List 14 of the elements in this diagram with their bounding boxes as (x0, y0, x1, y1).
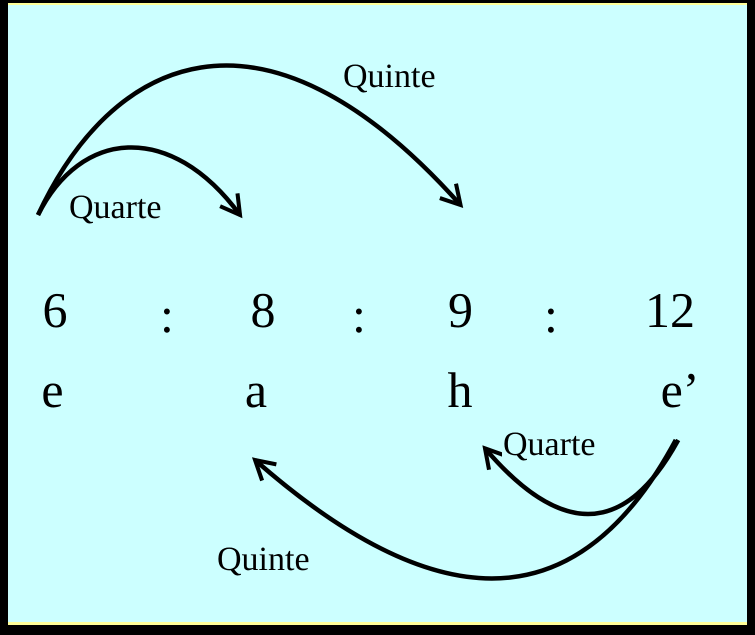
curved-arrow (253, 438, 678, 580)
ratio-separator: : (544, 290, 558, 340)
curved-arrow (482, 438, 680, 516)
note-label: h (448, 365, 472, 415)
ratio-separator: : (352, 290, 366, 340)
curved-arrow (36, 64, 463, 216)
note-label: 9 (448, 285, 473, 335)
note-label: 6 (42, 285, 68, 335)
note-label: 12 (645, 285, 695, 335)
note-label: 8 (250, 285, 276, 335)
note-label: a (244, 365, 268, 415)
ratio-separator: : (160, 290, 174, 340)
note-label: e’ (660, 365, 700, 415)
note-label: e (41, 365, 64, 415)
